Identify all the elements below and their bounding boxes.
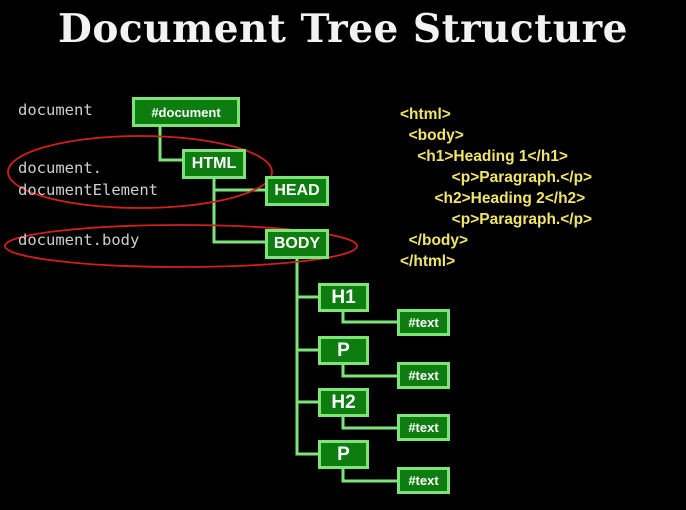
connector-document-html (158, 127, 182, 162)
node-h1-text: #text (397, 309, 450, 336)
label-document: document (18, 101, 93, 119)
html-source-line: <body> (400, 127, 464, 144)
connector-p2-text (341, 468, 397, 483)
annotation-circle-body (4, 224, 358, 268)
label-document-body: document.body (18, 231, 140, 249)
html-source-line: </html> (400, 253, 456, 270)
html-source-line: <p>Paragraph.</p> (400, 169, 593, 186)
node-h1: H1 (318, 283, 369, 312)
node-h2: H2 (318, 388, 369, 417)
connector-h2-text (341, 416, 397, 430)
annotation-circle-documentElement (7, 135, 273, 209)
html-source-line: <html> (400, 106, 451, 123)
node-p2-text: #text (397, 467, 450, 494)
node-html: HTML (182, 149, 246, 179)
connector-html-body (212, 178, 265, 244)
html-source-line: </body> (400, 232, 469, 249)
node-head: HEAD (265, 176, 329, 206)
html-source-line: <h1>Heading 1</h1> (400, 148, 568, 165)
label-document-element-line1: document. (18, 159, 102, 177)
node-h2-text: #text (397, 414, 450, 441)
node-p1: P (318, 336, 369, 365)
connector-p1-text (341, 364, 397, 378)
node-document: #document (132, 97, 240, 127)
label-document-element-line2: documentElement (18, 181, 158, 199)
connector-body-children (295, 258, 318, 456)
html-source-line: <p>Paragraph.</p> (400, 211, 593, 228)
node-p2: P (318, 440, 369, 469)
slide-title: Document Tree Structure (58, 6, 628, 52)
connector-h1-text (341, 311, 397, 324)
node-p1-text: #text (397, 362, 450, 389)
html-source-line: <h2>Heading 2</h2> (400, 190, 586, 207)
node-body: BODY (265, 229, 329, 259)
